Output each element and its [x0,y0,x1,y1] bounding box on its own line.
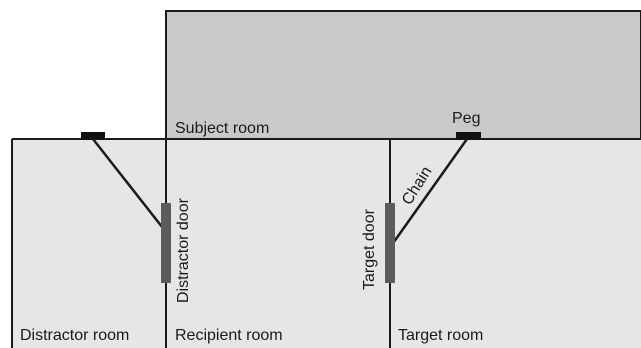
distractor-door-label: Distractor door [175,197,192,303]
recipient-room-label: Recipient room [175,327,283,344]
target-chain [389,138,469,247]
distractor-door [161,203,171,283]
target-door-label: Target door [361,208,378,290]
distractor-peg [81,132,105,140]
target-door [385,203,395,283]
target-room-label: Target room [398,327,483,344]
distractor-chain [92,138,167,233]
distractor-room-label: Distractor room [20,327,129,344]
target-peg [456,132,481,140]
peg-label: Peg [452,110,480,127]
lower-rooms-area [12,139,641,348]
subject-room-label: Subject room [175,120,269,137]
subject-room-area [165,10,641,140]
